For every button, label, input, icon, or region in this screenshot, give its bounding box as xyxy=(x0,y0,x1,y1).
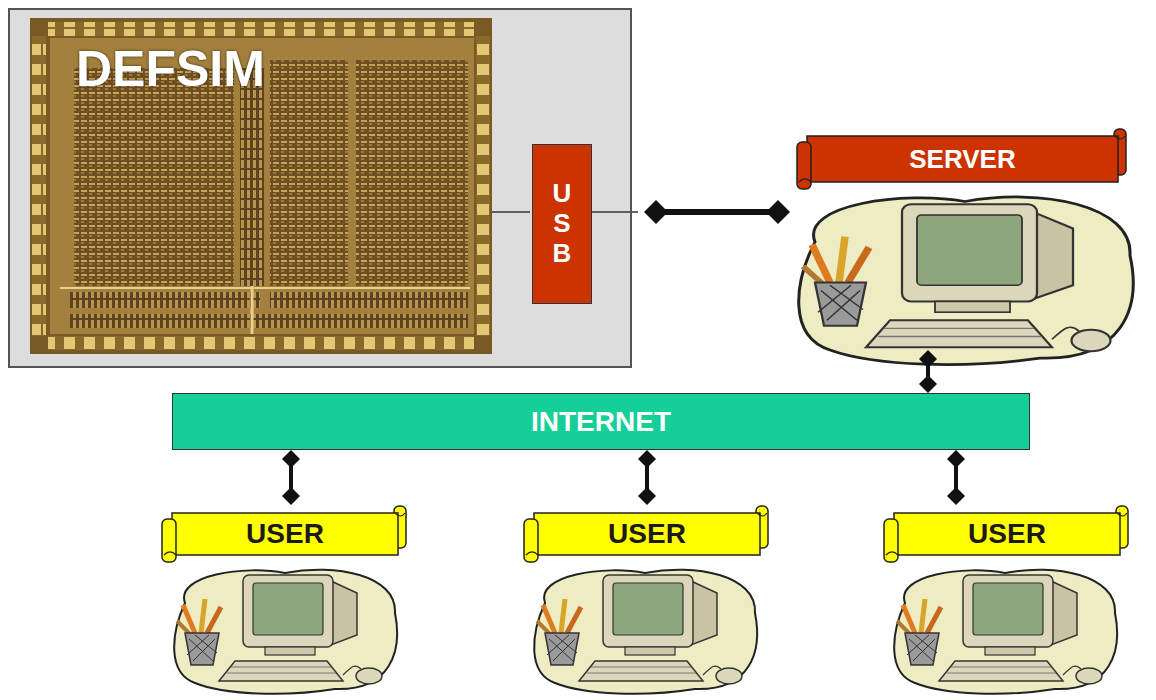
node-label: INTERNET xyxy=(531,406,671,438)
connector xyxy=(282,450,300,505)
connector-shaft xyxy=(289,464,293,490)
user-banner: USER xyxy=(522,505,772,563)
node-label: SERVER xyxy=(909,144,1015,175)
connector-shaft xyxy=(645,464,649,490)
user-computer xyxy=(894,570,1117,694)
arrow-head xyxy=(282,450,300,468)
user-computer xyxy=(534,570,757,694)
arrow-head xyxy=(638,450,656,468)
node-label: DEFSIM xyxy=(76,40,265,98)
connector xyxy=(919,350,937,393)
usb-box: USB xyxy=(532,144,592,304)
chip-wire xyxy=(492,211,530,213)
server-node: SERVER xyxy=(790,128,1140,350)
node-label: USER xyxy=(246,518,324,550)
node-label: USER xyxy=(968,518,1046,550)
user-computer xyxy=(174,570,397,694)
device-panel xyxy=(8,8,632,368)
node-label: USER xyxy=(608,518,686,550)
node-label: USB xyxy=(549,179,575,269)
arrow-head xyxy=(947,450,965,468)
user-banner: USER xyxy=(882,505,1132,563)
arrow-head xyxy=(644,200,668,224)
server-computer xyxy=(799,197,1133,365)
arrow-head xyxy=(766,200,790,224)
arrow-head xyxy=(282,487,300,505)
chip-die xyxy=(30,18,492,354)
connector-shaft xyxy=(954,464,958,490)
connector-shaft xyxy=(663,209,771,215)
arrow-head xyxy=(638,487,656,505)
server-banner: SERVER xyxy=(795,128,1130,190)
arrow-head xyxy=(919,375,937,393)
arrow-head xyxy=(919,350,937,368)
connector xyxy=(947,450,965,505)
connector xyxy=(638,450,656,505)
connector xyxy=(592,200,790,224)
arrow-head xyxy=(947,487,965,505)
user-banner: USER xyxy=(160,505,410,563)
internet-band: INTERNET xyxy=(172,393,1030,450)
device-panel: DEFSIM USB xyxy=(8,8,632,368)
